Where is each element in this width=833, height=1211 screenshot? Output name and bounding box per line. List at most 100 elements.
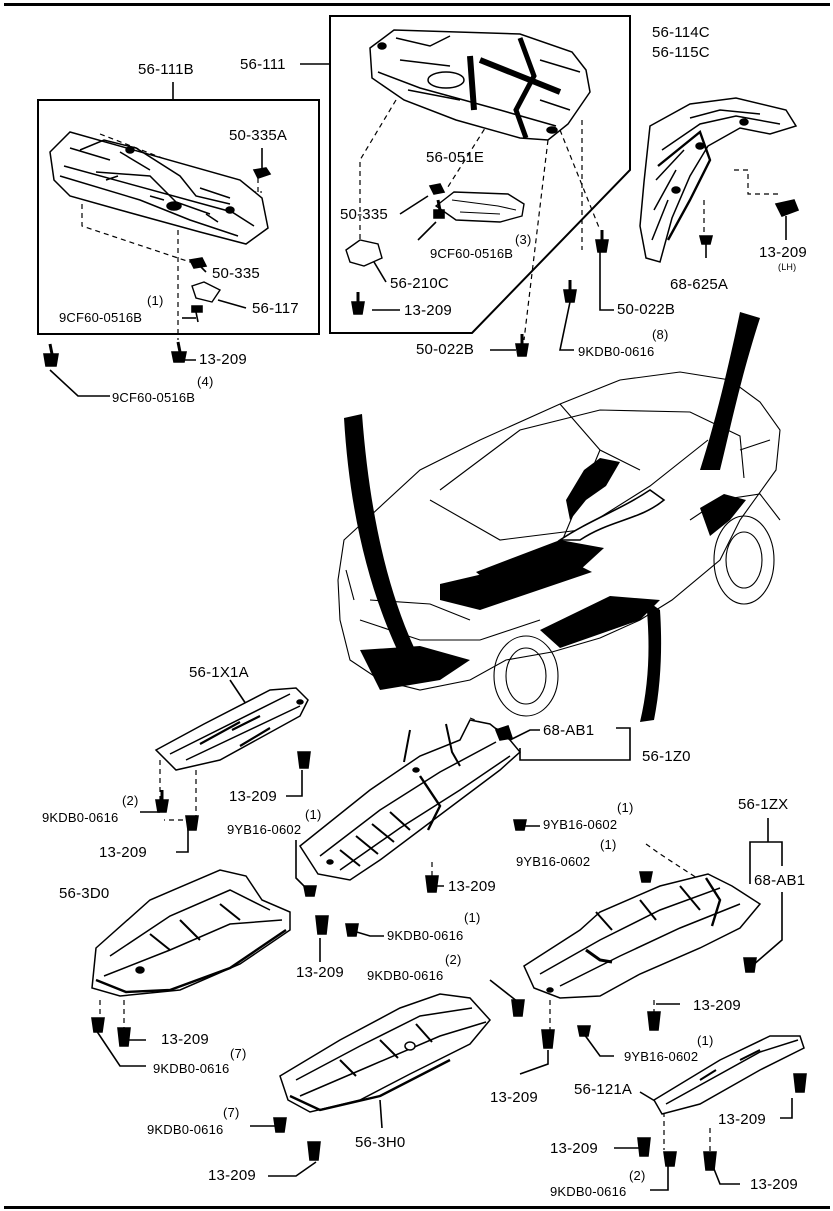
label-9KDB0-2b: 9KDB0-0616 [367,968,444,983]
label-9KDB0-2c: 9KDB0-0616 [550,1184,627,1199]
label-68-AB1-b: 68-AB1 [754,872,806,889]
bolt-13-209-m [703,1151,717,1171]
leader-13-209-c [286,770,303,797]
clip-68-625A [698,235,714,245]
leader-13-209-d [176,826,189,853]
label-13-209-g: 13-209 [693,997,741,1014]
leader-9CF60-4 [49,369,110,397]
plate-56-210C [345,239,383,267]
frame-56-111 [329,15,631,334]
bolt-9KDB0-2c [663,1151,677,1167]
dash-121A [663,1112,711,1160]
label-9KDB0-7a: 9KDB0-0616 [153,1061,230,1076]
dash-111-2 [445,113,495,191]
label-56-115C: 56-115C [652,44,710,61]
label-56-1ZX: 56-1ZX [738,796,789,813]
label-lh: (LH) [778,262,797,272]
label-9KDB0-7b: 9KDB0-0616 [147,1122,224,1137]
bolt-9KDB0-8 [563,280,577,303]
label-9CF60-3: 9CF60-0516B [430,246,514,261]
label-13-209-f: 13-209 [296,964,344,981]
label-9YB16-d: 9YB16-0602 [624,1049,699,1064]
bolt-50-022B-b [515,334,529,357]
part-56-121A [652,1035,805,1115]
clip-13-209-lh [774,199,800,218]
leader-50-335-left [399,195,429,215]
label-qty-8: (8) [652,327,669,342]
label-qty-3: (3) [515,232,532,247]
label-13-209-a: 13-209 [404,302,452,319]
bottom-rule [4,1206,830,1209]
label-qty-1f: (1) [697,1033,714,1048]
label-qty-7a: (7) [230,1046,247,1061]
swoosh-mid [557,489,666,541]
bolt-13-209-l [793,1073,807,1093]
swoosh-bottom [640,600,662,722]
leader-9KDB0-8 [559,301,574,351]
bolt-68-AB1-a [494,724,514,741]
leader-56-1Z0 [519,727,631,761]
clip-50-335-top [428,183,446,195]
bolt-68-AB1-b [743,957,757,973]
leader-68-AB1-b [751,892,783,967]
label-68-625A: 68-625A [670,276,729,293]
label-56-1Z0: 56-1Z0 [642,748,691,765]
label-9YB16-a: 9YB16-0602 [227,822,302,837]
label-56-1X1A: 56-1X1A [189,664,249,681]
label-9YB16-c: 9YB16-0602 [516,854,591,869]
swoosh-right [700,312,760,470]
label-qty-1a: (1) [147,293,164,308]
label-9YB16-b: 9YB16-0602 [543,817,618,832]
bolt-9YB16-b [513,819,527,831]
part-56-051E [434,191,525,223]
label-qty-2c: (2) [629,1168,646,1183]
label-56-121A: 56-121A [574,1081,633,1098]
dash-1ZX-1 [645,843,701,881]
leader-9KDB0-2b [489,979,519,1003]
bolt-13-209-c [297,751,311,769]
label-13-209-e: 13-209 [448,878,496,895]
label-13-209-i: 13-209 [208,1167,256,1184]
leader-68-AB1-a [509,729,540,741]
bolt-9KDB0-2b [511,999,525,1017]
label-9CF60-4: 9CF60-0516B [112,390,196,405]
leader-56-1X1A [229,679,247,705]
label-9KDB0-8: 9KDB0-0616 [578,344,655,359]
label-13-209-c: 13-209 [229,788,277,805]
bolt-9YB16-c [639,871,653,883]
bolt-13-209-f [315,915,329,935]
dash-fender [734,169,782,195]
label-9CF60-1: 9CF60-0516B [59,310,143,325]
label-qty-1e: (1) [464,910,481,925]
bolt-13-209-g [647,1011,661,1031]
bolt-9KDB0-7b [273,1117,287,1133]
label-13-209-l: 13-209 [718,1111,766,1128]
bolt-9CF60-3 [433,199,445,219]
bolt-13-209-k [637,1137,651,1157]
leader-9YB16-d [583,1033,614,1057]
part-56-111-cover [369,29,591,141]
label-qty-1d: (1) [600,837,617,852]
bolt-9YB16-d [577,1025,591,1037]
label-50-335-top: 50-335 [212,265,260,282]
label-13-209-k: 13-209 [550,1140,598,1157]
part-56-114C-fender [639,97,798,263]
label-56-3D0: 56-3D0 [59,885,110,902]
part-56-3D0 [91,869,291,997]
top-rule [4,3,830,6]
part-56-1ZX [523,873,762,999]
label-9KDB0-1: 9KDB0-0616 [387,928,464,943]
leader-9KDB0-2c [650,1166,669,1191]
bolt-13-209-b [171,341,187,363]
dash-111-3 [559,129,601,231]
label-50-335A: 50-335A [229,127,288,144]
bolt-13-209-a [351,292,365,315]
bolt-9CF60-4 [43,343,59,367]
vehicle-undercovers [360,458,746,690]
label-qty-7b: (7) [223,1105,240,1120]
leader-9KDB0-7a [95,1029,146,1067]
bolt-13-209-h [117,1027,131,1047]
leader-56-117 [217,299,247,309]
